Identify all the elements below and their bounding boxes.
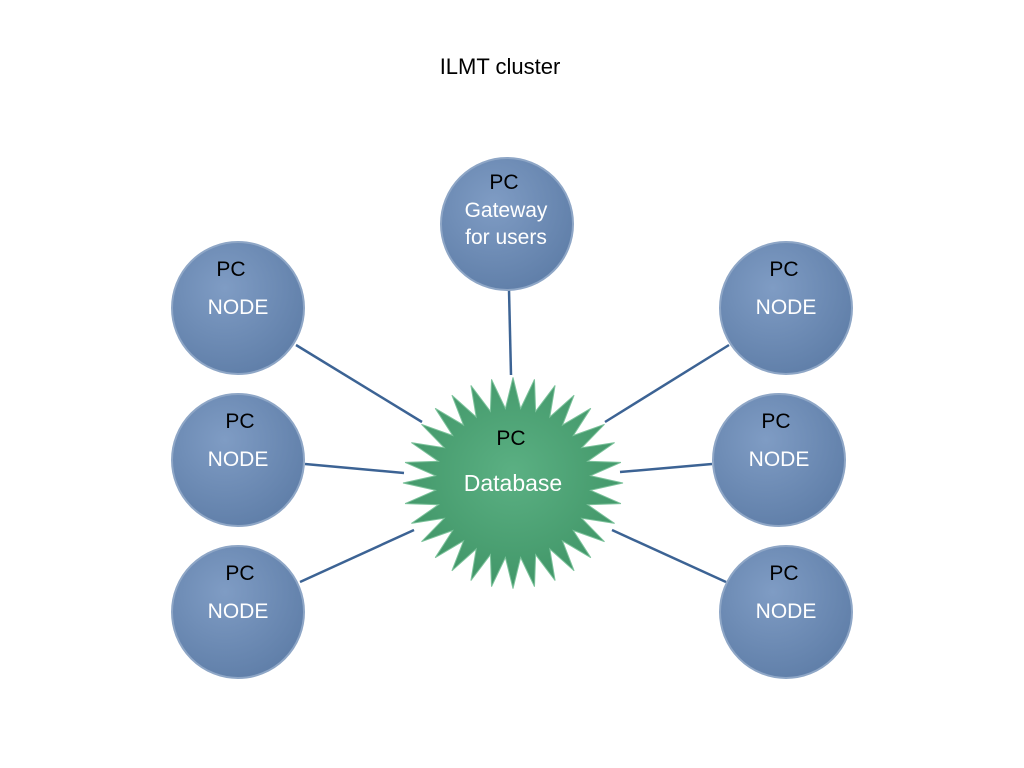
gateway-node: PC Gateway for users bbox=[440, 157, 574, 291]
node-right-middle: PC NODE bbox=[712, 393, 846, 527]
diagram-title: ILMT cluster bbox=[439, 54, 561, 79]
connector-node-left-bottom bbox=[299, 528, 415, 584]
node-left-bottom: PC NODE bbox=[171, 545, 305, 679]
gateway-label-line1: Gateway bbox=[465, 199, 548, 222]
node-label-main: NODE bbox=[756, 600, 817, 623]
node-label-top: PC bbox=[769, 562, 798, 585]
connector-gateway bbox=[507, 289, 513, 376]
node-left-middle: PC NODE bbox=[171, 393, 305, 527]
node-label-main: NODE bbox=[749, 448, 810, 471]
node-label-main: NODE bbox=[208, 600, 269, 623]
connector-node-left-middle bbox=[304, 462, 405, 475]
connector-node-right-top bbox=[604, 343, 730, 424]
node-label-top: PC bbox=[225, 562, 254, 585]
gateway-label-line2: for users bbox=[465, 226, 547, 249]
connector-node-right-middle bbox=[619, 462, 713, 474]
node-label-top: PC bbox=[761, 410, 790, 433]
database-starburst-shape bbox=[402, 377, 624, 589]
node-label-top: PC bbox=[216, 258, 245, 281]
database-label-top: PC bbox=[496, 427, 525, 450]
connector-node-left-top bbox=[295, 343, 423, 424]
node-label-main: NODE bbox=[756, 296, 817, 319]
node-label-main: NODE bbox=[208, 448, 269, 471]
node-left-top: PC NODE bbox=[171, 241, 305, 375]
connectors bbox=[295, 289, 730, 584]
database-node: PC Database bbox=[402, 377, 624, 589]
node-right-bottom: PC NODE bbox=[719, 545, 853, 679]
node-label-top: PC bbox=[769, 258, 798, 281]
database-label-main: Database bbox=[464, 470, 562, 496]
node-label-main: NODE bbox=[208, 296, 269, 319]
gateway-label-top: PC bbox=[489, 171, 518, 194]
node-right-top: PC NODE bbox=[719, 241, 853, 375]
connector-node-right-bottom bbox=[611, 528, 727, 584]
node-label-top: PC bbox=[225, 410, 254, 433]
